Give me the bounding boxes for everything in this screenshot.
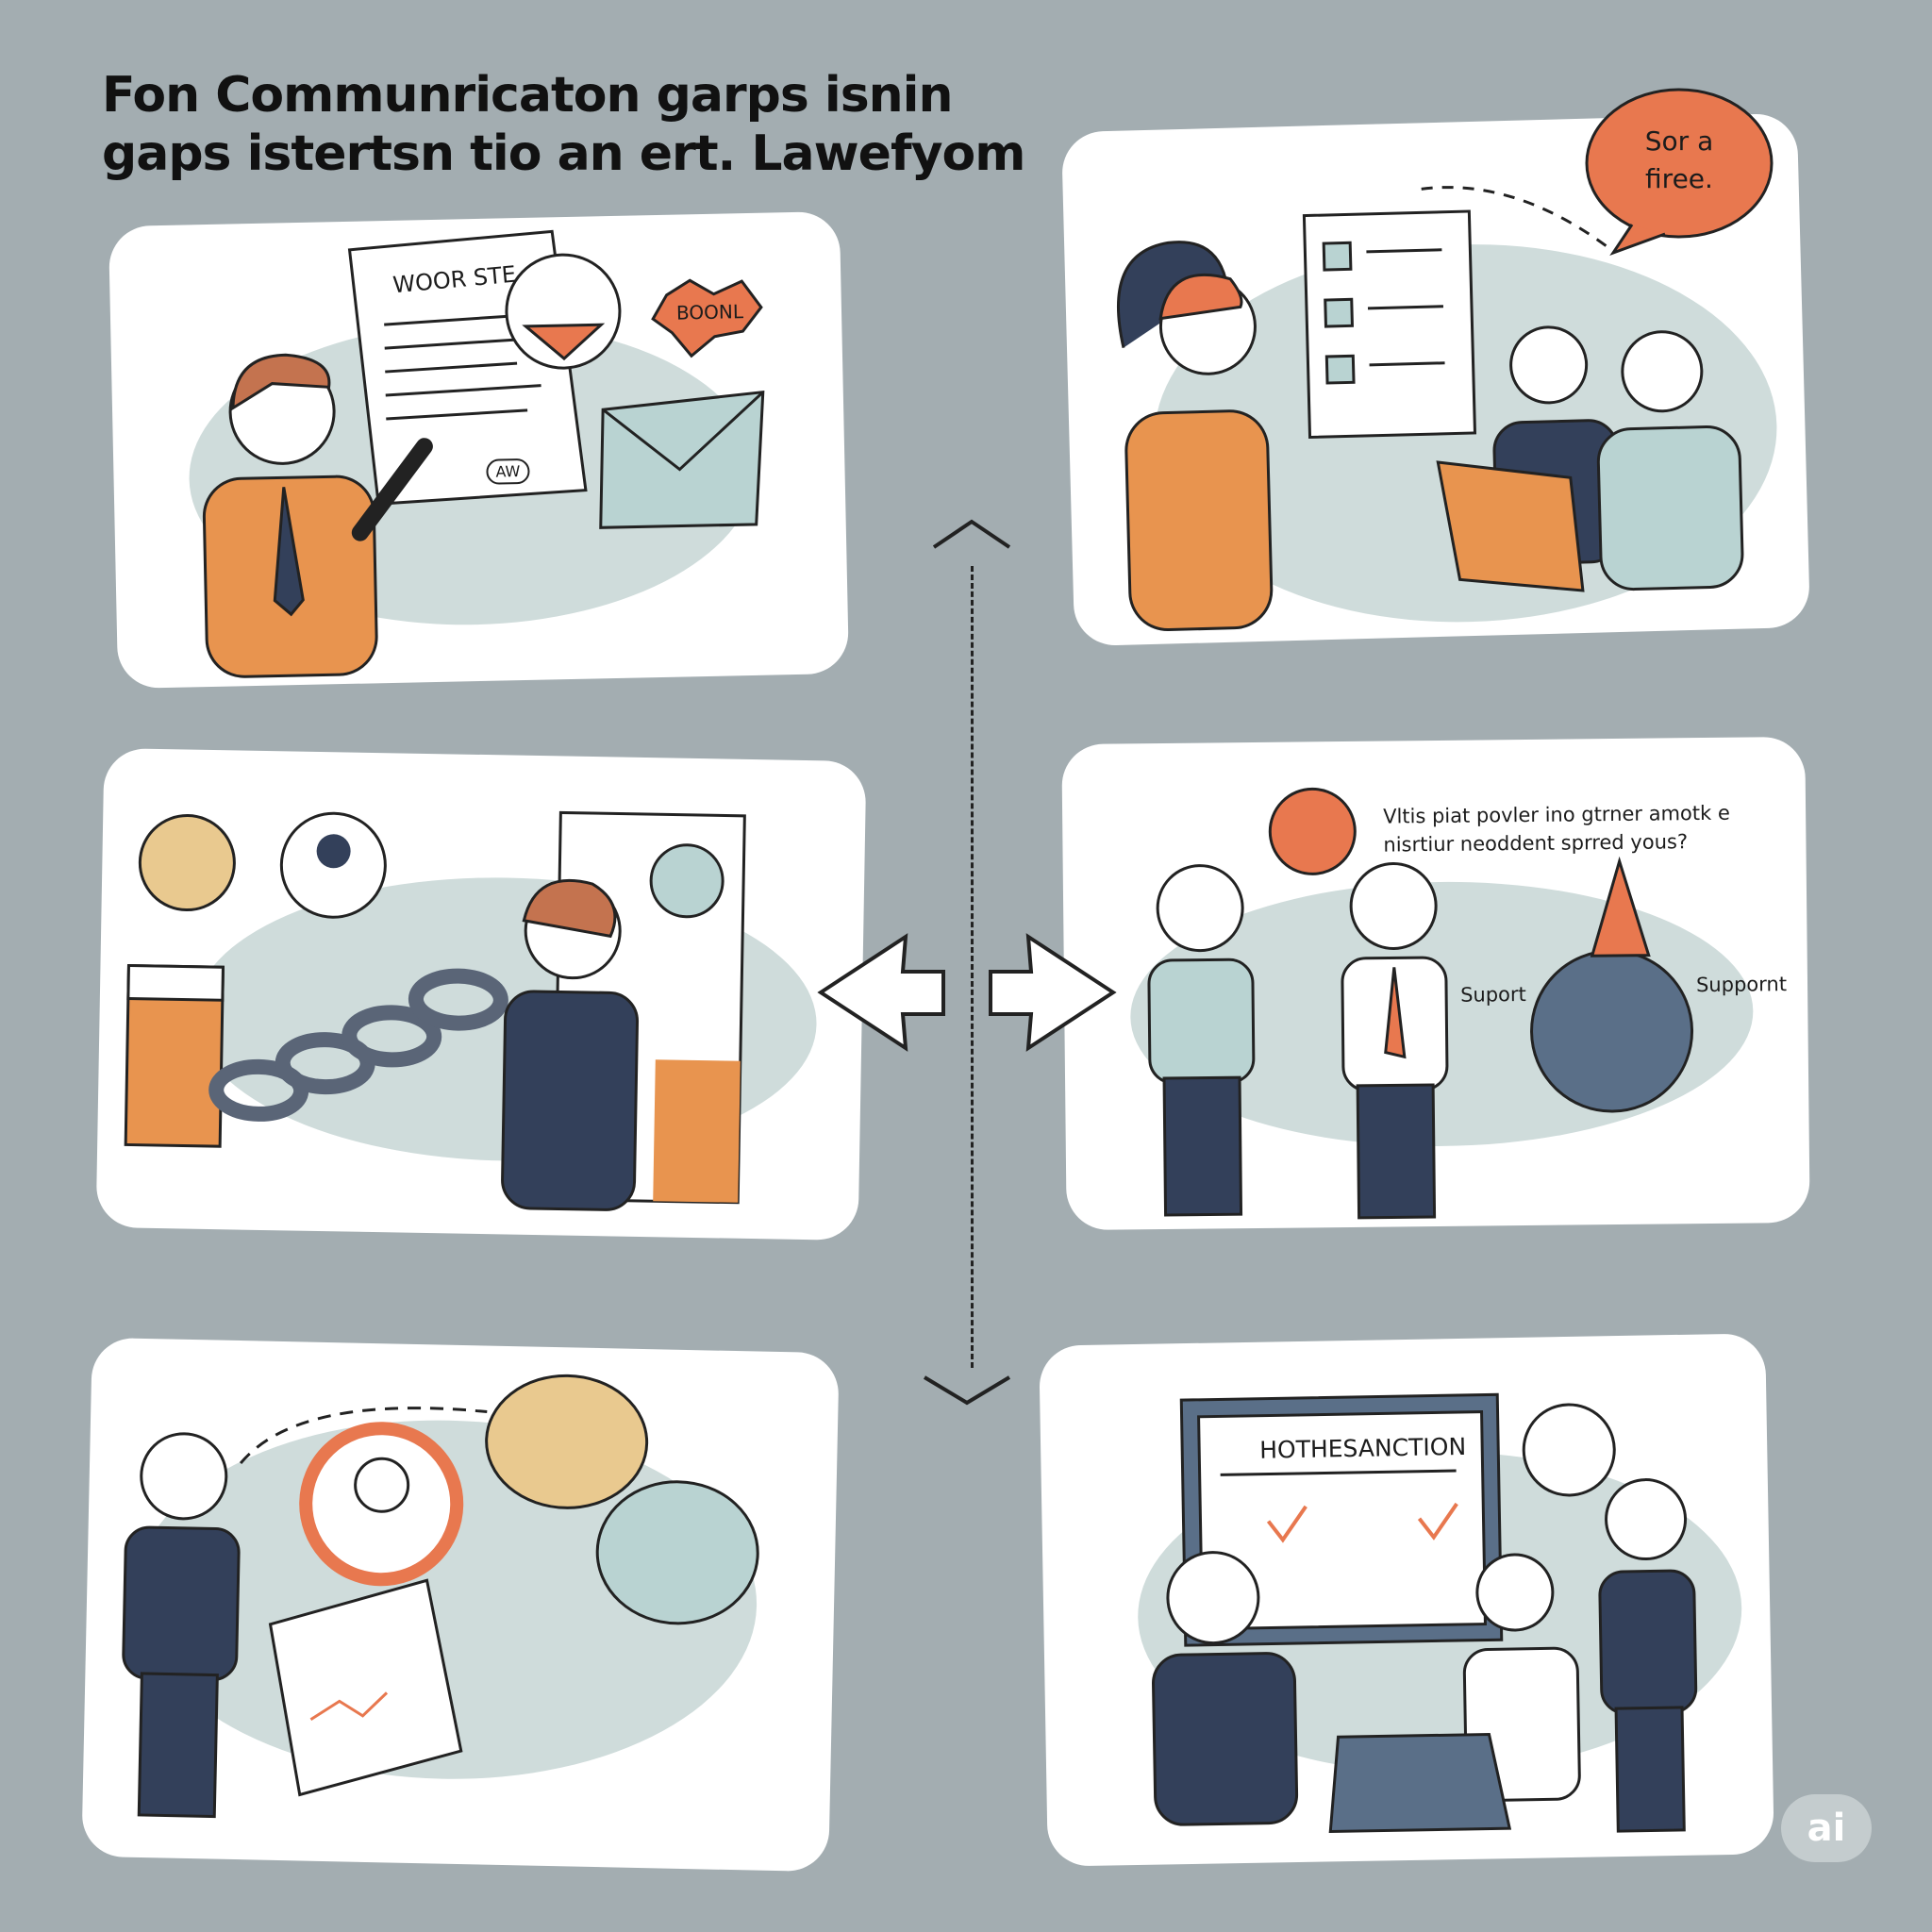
broken-chain-illustration: [124, 810, 817, 1211]
laptop-icon: [1328, 1732, 1512, 1833]
sun-face-icon: [138, 814, 236, 912]
support-label-left: Suport: [1460, 982, 1526, 1007]
report-document-icon: [268, 1578, 463, 1797]
user-bubble-icon: [1522, 1403, 1616, 1497]
page-title: Fon Communricaton garps isnin gaps ister…: [102, 66, 1025, 183]
chat-bubble-icon: [1268, 787, 1357, 875]
team-bubble-icon: [485, 1374, 649, 1509]
vertical-dashed-divider: [971, 566, 974, 1368]
title-line-1: Fon Communricaton garps isnin: [102, 67, 954, 124]
question-line-1: Vltis piat povler ino gtrner amotk e: [1383, 801, 1730, 828]
review-illustration: [122, 1374, 759, 1819]
coffee-bubble-icon: [595, 1480, 759, 1625]
globe-icon: [1530, 949, 1694, 1113]
panel-checklist: [1061, 112, 1810, 647]
support-illustration: [1130, 787, 1754, 1220]
laptop-envelope-icon: [1436, 460, 1585, 592]
panel-meeting: HOTHESANCTION: [1039, 1333, 1774, 1867]
speech-bubble-text: Sor a firee.: [1644, 125, 1714, 194]
question-line-2: nisrtiur neoddent sprred yous?: [1383, 830, 1689, 857]
envelope-icon: [599, 390, 765, 529]
panel-broken-chain: [95, 747, 867, 1241]
panel-review: [81, 1337, 840, 1873]
speech-bubble-icon: [505, 253, 622, 370]
whiteboard-heading: HOTHESANCTION: [1258, 1432, 1467, 1464]
meeting-illustration: [1138, 1392, 1742, 1833]
panel-support: Vltis piat povler ino gtrner amotk e nis…: [1061, 736, 1810, 1231]
bidirectional-arrows-icon: [817, 933, 1117, 1052]
chain-icon: [208, 968, 508, 1122]
checklist-illustration: [1116, 186, 1777, 632]
burst-text: BOONL: [675, 300, 744, 325]
arrow-up-icon: [1590, 856, 1651, 958]
ai-watermark-badge: ai: [1781, 1794, 1872, 1862]
chevron-down-icon: [923, 1375, 1011, 1406]
arrow-right-icon: [989, 933, 1117, 1052]
arrow-left-icon: [817, 933, 945, 1052]
support-label-right: Suppornt: [1695, 973, 1788, 997]
panel-presentation: WOOR STE BOONL AW: [108, 210, 850, 690]
chevron-up-icon: [932, 519, 1011, 549]
burst-icon: [651, 278, 763, 358]
title-line-2: gaps istertsn tio an ert. Lawefyom: [102, 125, 1025, 182]
speech-bubble-orange: [1585, 88, 1774, 256]
presentation-illustration: [189, 229, 765, 678]
small-bubble-text: AW: [486, 458, 530, 485]
